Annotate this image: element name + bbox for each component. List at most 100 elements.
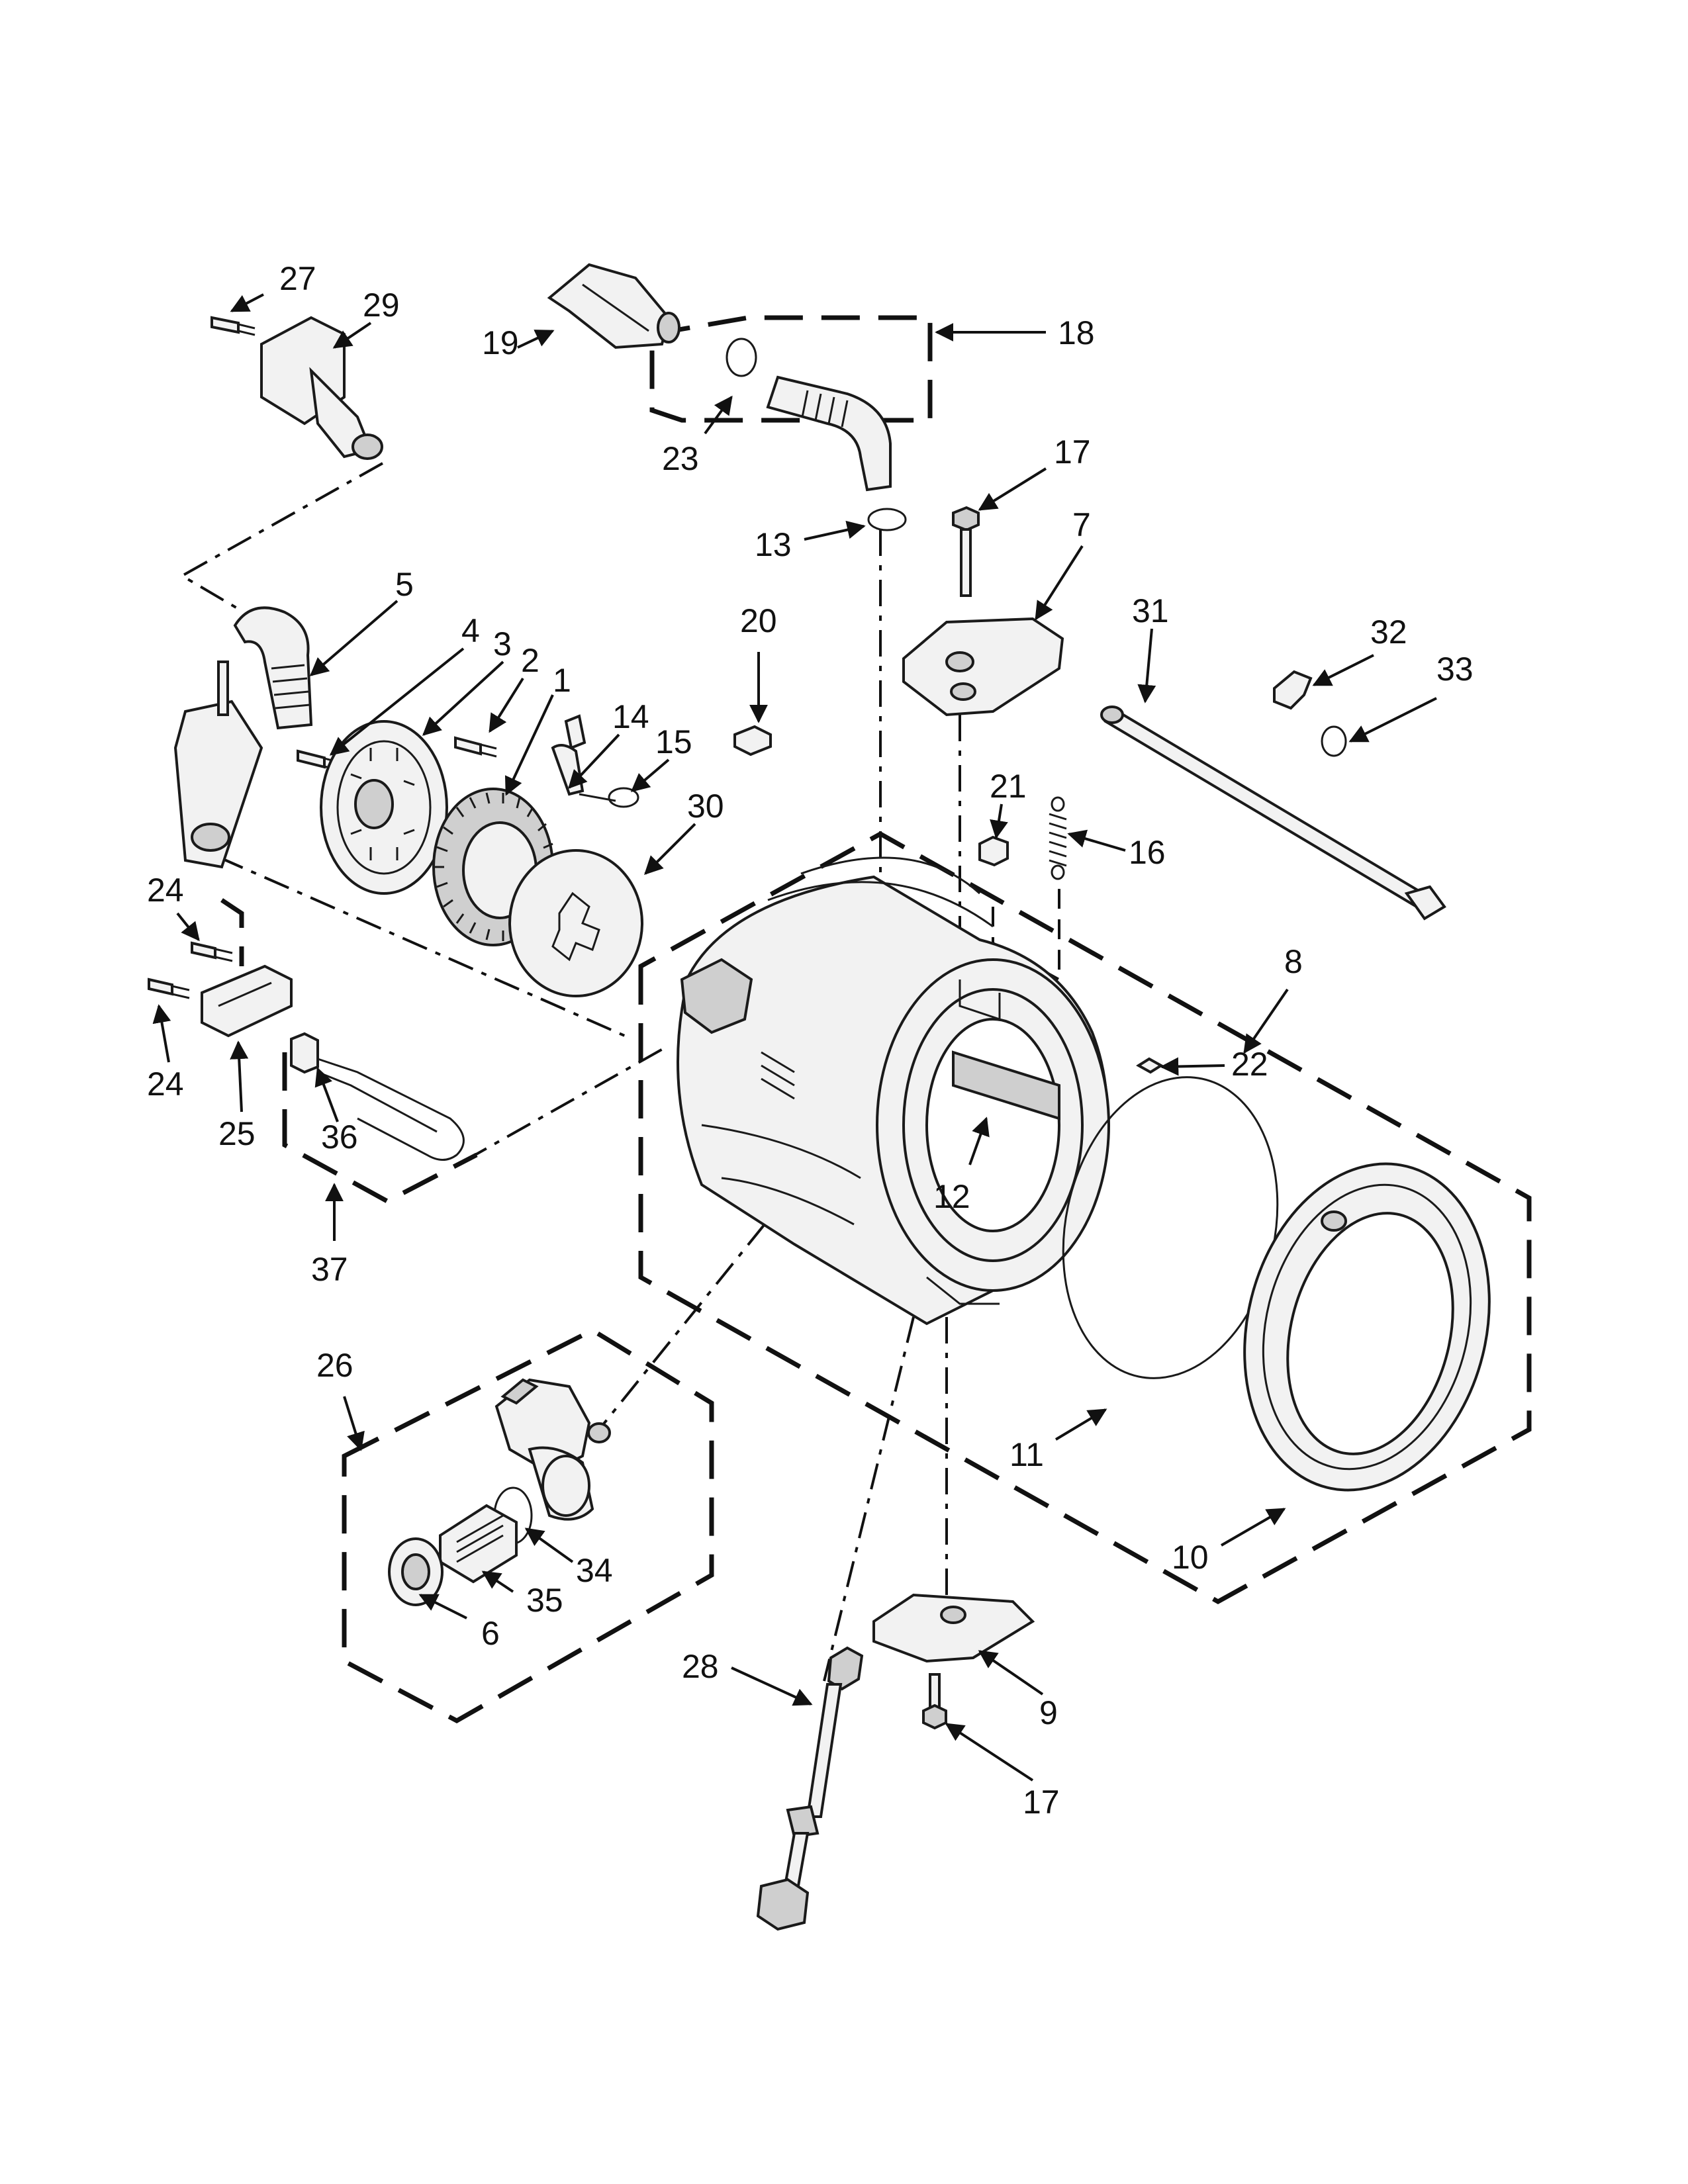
label-2: 2 xyxy=(521,642,539,679)
label-31: 31 xyxy=(1132,592,1169,629)
leader-26 xyxy=(343,1396,365,1451)
leader-5 xyxy=(309,600,399,676)
label-18: 18 xyxy=(1058,314,1095,351)
leader-21 xyxy=(990,803,1008,839)
clip-32 xyxy=(1273,670,1313,710)
leader-27 xyxy=(230,293,264,312)
label-35: 35 xyxy=(526,1582,563,1619)
leader-28 xyxy=(731,1666,813,1706)
leader-14 xyxy=(568,733,620,790)
leader-31 xyxy=(1137,628,1156,704)
leader-29 xyxy=(332,322,372,349)
leader-4 xyxy=(329,647,465,756)
connector-heater-tub xyxy=(463,1044,669,1163)
label-34: 34 xyxy=(576,1552,613,1589)
connector-29-5 xyxy=(179,462,383,610)
label-21: 21 xyxy=(990,768,1027,805)
label-33: 33 xyxy=(1436,651,1474,688)
label-6: 6 xyxy=(481,1615,500,1652)
leader-35 xyxy=(481,1570,514,1593)
leader-23 xyxy=(704,395,733,435)
label-10: 10 xyxy=(1172,1539,1209,1576)
label-30: 30 xyxy=(687,788,724,825)
clamp-23 xyxy=(726,338,757,377)
sensor-14 xyxy=(551,714,616,802)
label-22: 22 xyxy=(1231,1046,1268,1083)
leader-32 xyxy=(1312,654,1374,686)
screw-24-lower xyxy=(148,978,190,999)
clip-20 xyxy=(733,725,772,756)
leader-12 xyxy=(968,1116,990,1165)
leader-11 xyxy=(1055,1408,1107,1441)
heater-bracket-outline xyxy=(282,1052,478,1204)
leader-17-top xyxy=(978,467,1047,511)
leader-33 xyxy=(1348,697,1437,743)
rod-31 xyxy=(1100,705,1446,921)
leader-2 xyxy=(489,677,524,733)
filter-35 xyxy=(439,1504,518,1584)
hose-group-outline xyxy=(649,315,933,423)
leader-1 xyxy=(504,694,554,796)
leader-9 xyxy=(978,1650,1044,1696)
leader-22 xyxy=(1160,1057,1225,1076)
damper-28 xyxy=(756,1646,864,1931)
label-7: 7 xyxy=(1072,506,1091,543)
label-24-lower: 24 xyxy=(147,1066,184,1103)
clip-15 xyxy=(608,787,639,808)
label-14: 14 xyxy=(612,698,649,735)
rotor-3 xyxy=(320,720,448,895)
label-9: 9 xyxy=(1039,1694,1058,1731)
label-17-bottom: 17 xyxy=(1023,1784,1060,1821)
leader-13 xyxy=(804,520,866,541)
screw-bracket-outline xyxy=(220,898,244,966)
leader-34 xyxy=(524,1527,574,1563)
label-4: 4 xyxy=(461,612,480,649)
leader-16 xyxy=(1067,829,1126,852)
label-12: 12 xyxy=(933,1178,970,1215)
label-16: 16 xyxy=(1129,834,1166,871)
label-15: 15 xyxy=(655,723,692,760)
label-17-top: 17 xyxy=(1054,433,1091,471)
sump-hose-5 xyxy=(173,606,313,869)
label-5: 5 xyxy=(395,566,414,603)
clip-21 xyxy=(978,835,1009,867)
connector-drum-heater xyxy=(218,856,633,1040)
label-28: 28 xyxy=(682,1648,719,1685)
bolt-17-bottom xyxy=(922,1673,947,1730)
label-25: 25 xyxy=(218,1115,256,1152)
clip-22 xyxy=(1136,1057,1164,1074)
screw-24-upper xyxy=(191,941,233,962)
leader-19 xyxy=(517,330,555,349)
bolt-17-top xyxy=(952,506,980,597)
ring-33 xyxy=(1321,725,1347,757)
leader-3 xyxy=(422,660,504,736)
leader-30 xyxy=(644,823,696,875)
leader-7 xyxy=(1035,545,1084,621)
front-ring-10 xyxy=(1243,1162,1491,1492)
label-32: 32 xyxy=(1370,614,1407,651)
air-dome-29 xyxy=(260,316,383,460)
clamp-13 xyxy=(867,508,907,531)
label-36: 36 xyxy=(321,1118,358,1156)
label-11: 11 xyxy=(1009,1436,1044,1473)
leader-6 xyxy=(418,1594,467,1619)
label-29: 29 xyxy=(363,287,400,324)
plate-25 xyxy=(201,964,293,1038)
screw-27 xyxy=(211,316,256,336)
label-24-upper: 24 xyxy=(147,872,184,909)
label-1: 1 xyxy=(553,662,571,699)
gasket-30 xyxy=(508,849,643,997)
hose-18 xyxy=(766,375,892,492)
leader-10 xyxy=(1220,1508,1286,1547)
label-13: 13 xyxy=(755,526,792,563)
connector-tub-pump xyxy=(598,1223,766,1431)
inlet-funnel-19 xyxy=(547,263,680,349)
leader-17-bottom xyxy=(945,1723,1034,1782)
bracket-7 xyxy=(902,617,1064,717)
screw-2 xyxy=(454,736,497,758)
leader-24-lower xyxy=(152,1004,171,1063)
heater-36 xyxy=(290,1032,465,1161)
label-20: 20 xyxy=(740,602,777,639)
leader-24-upper xyxy=(176,912,200,942)
label-3: 3 xyxy=(493,625,512,662)
